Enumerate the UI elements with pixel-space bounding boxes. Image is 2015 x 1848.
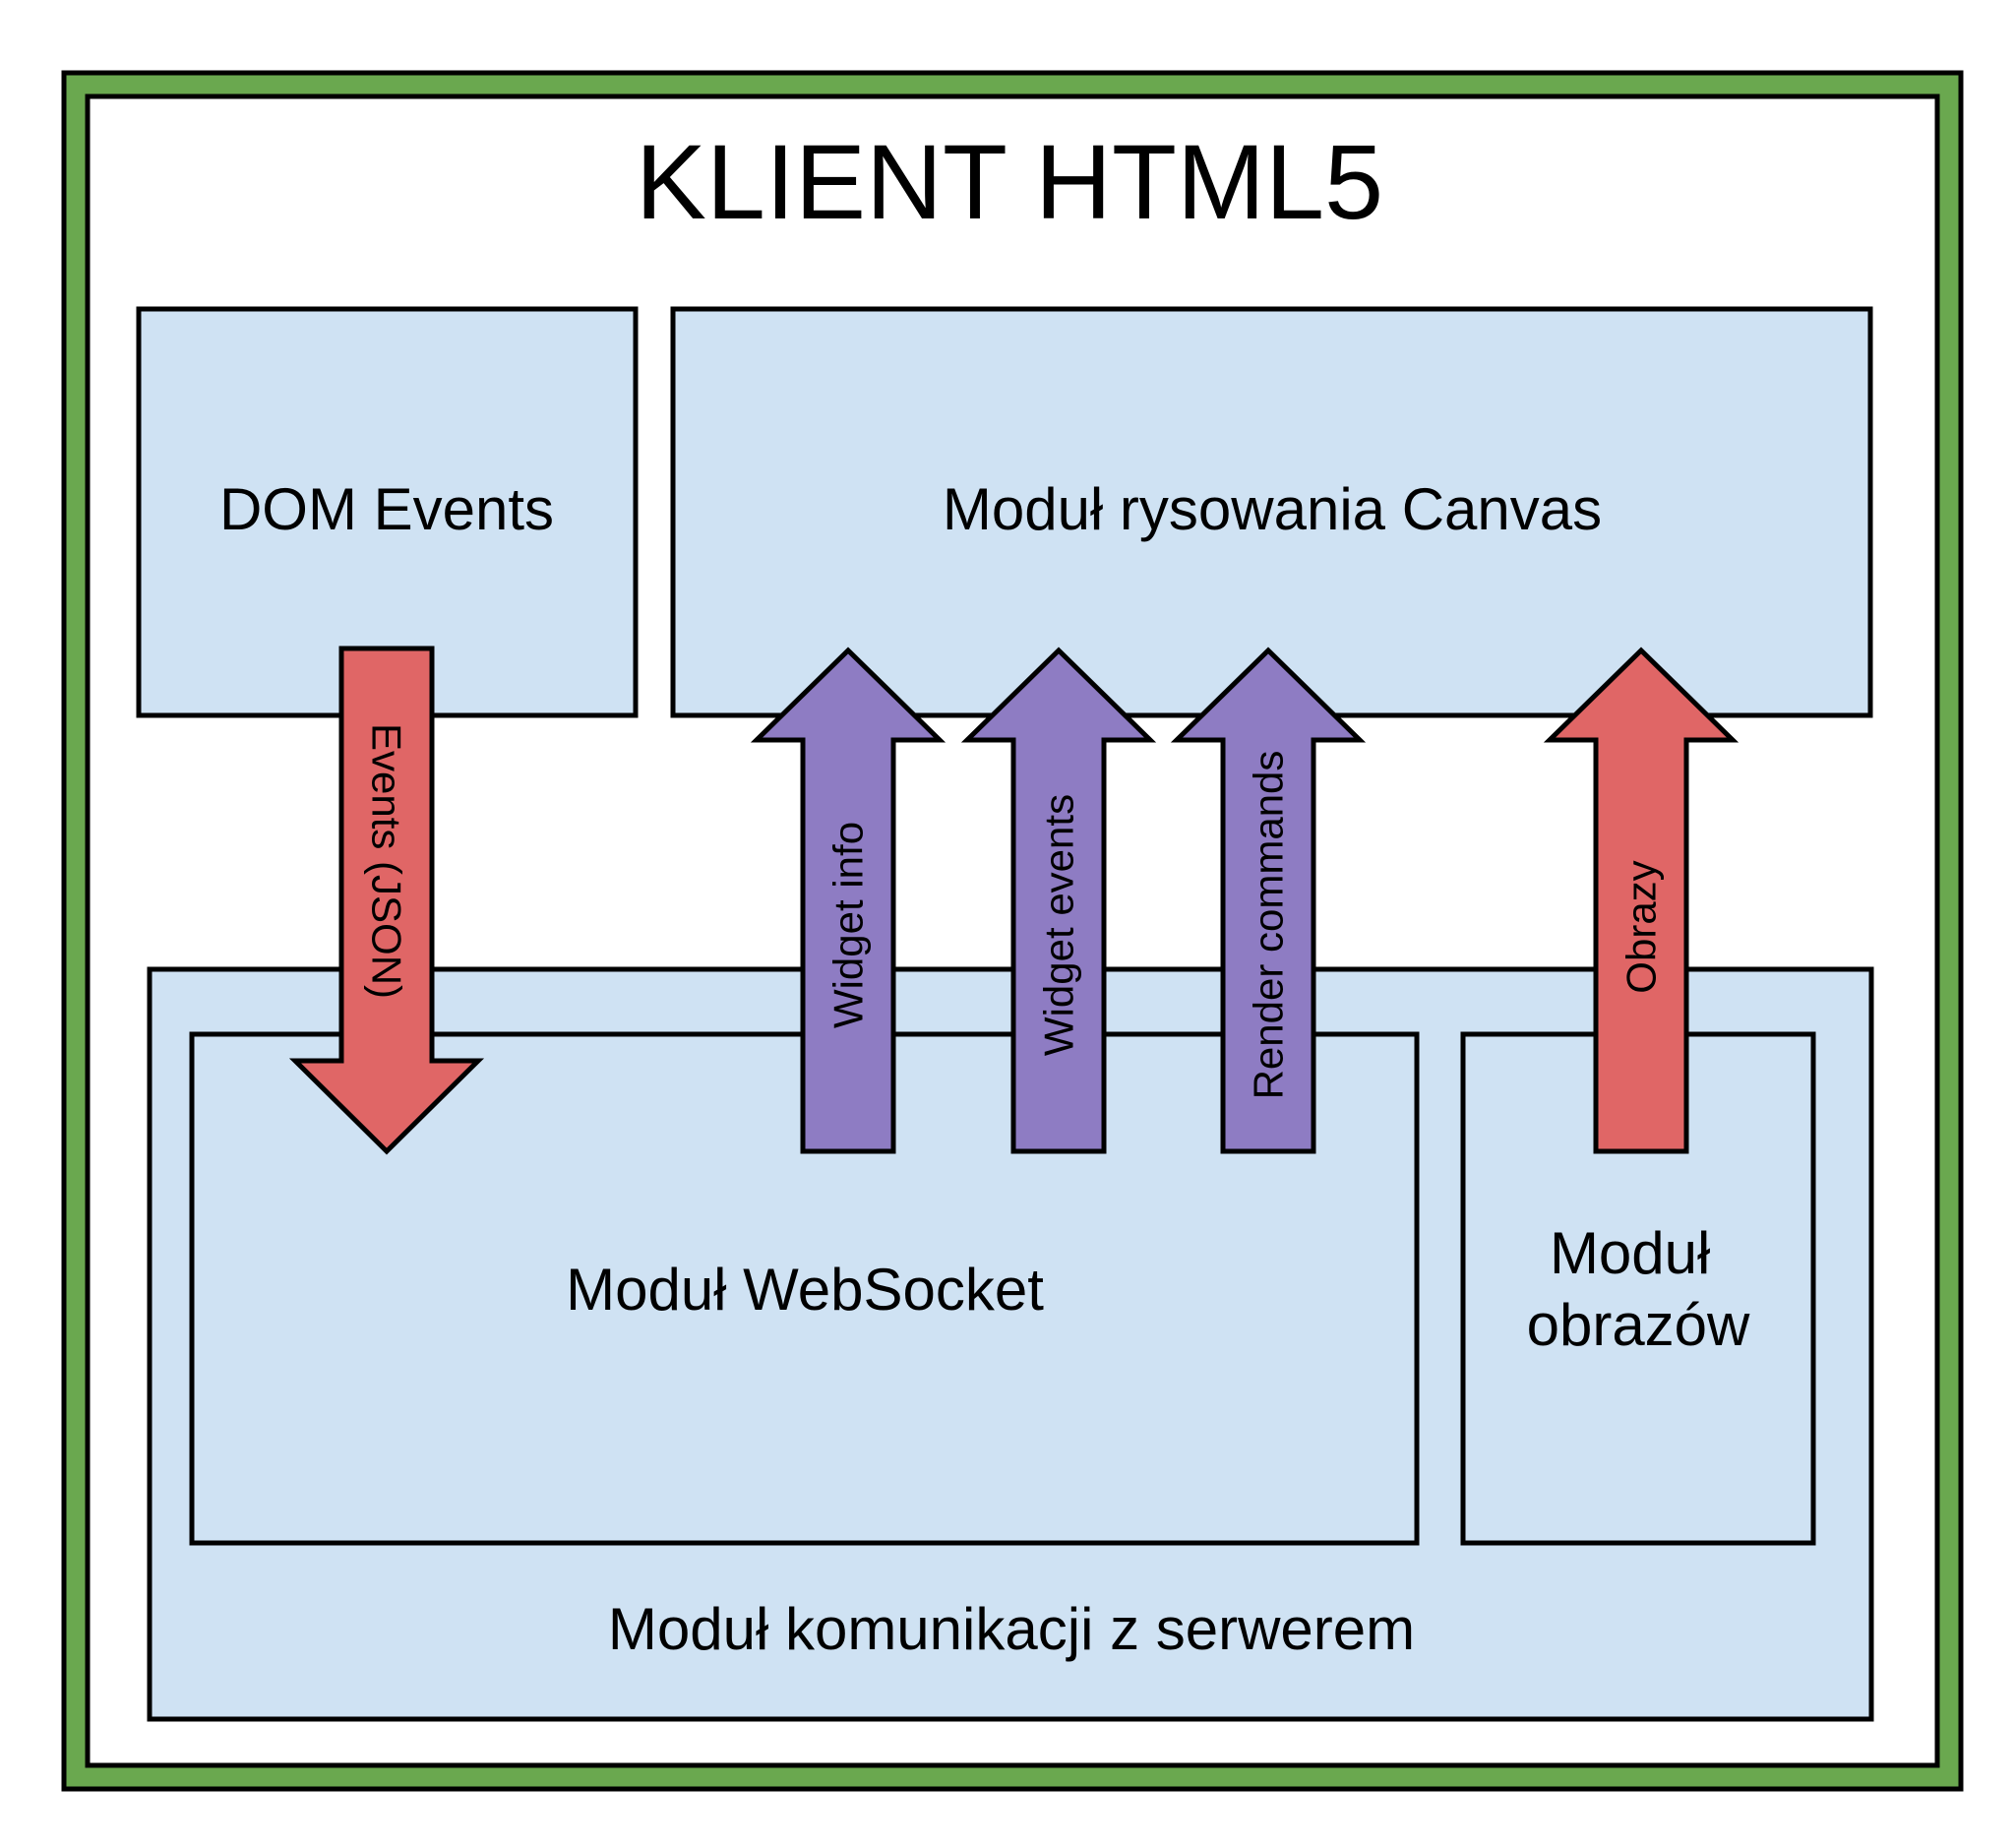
images-module-label-line2: obrazów [1527,1292,1750,1358]
events-json-arrow-shape [288,646,485,1155]
widget-events-arrow: Widget events [960,647,1157,1154]
widget-events-arrow-shape [960,647,1157,1154]
render-commands-arrow-shape [1170,647,1367,1154]
events-json-arrow-label: Events (JSON) [364,723,410,999]
canvas-module-label: Moduł rysowania Canvas [943,476,1602,542]
widget-info-arrow-label: Widget info [825,822,872,1028]
obrazy-arrow-shape [1543,647,1740,1154]
render-commands-arrow-label: Render commands [1246,751,1292,1100]
images-module-label-line1: Moduł [1550,1220,1710,1286]
dom-events-box [136,306,639,718]
diagram-title: KLIENT HTML5 [636,122,1383,241]
widget-info-arrow: Widget info [750,647,946,1154]
websocket-module-label: Moduł WebSocket [566,1257,1044,1323]
canvas-module-box [670,306,1873,718]
images-module-label: Moduł obrazów [1527,1220,1750,1358]
widget-info-arrow-shape [750,647,946,1154]
dom-events-label: DOM Events [219,476,554,542]
render-commands-arrow: Render commands [1170,647,1367,1154]
events-json-arrow: Events (JSON) [288,646,485,1155]
server-comm-module-label: Moduł komunikacji z serwerem [608,1596,1415,1662]
widget-events-arrow-label: Widget events [1036,794,1082,1056]
obrazy-arrow: Obrazy [1543,647,1740,1154]
obrazy-arrow-label: Obrazy [1618,860,1665,993]
